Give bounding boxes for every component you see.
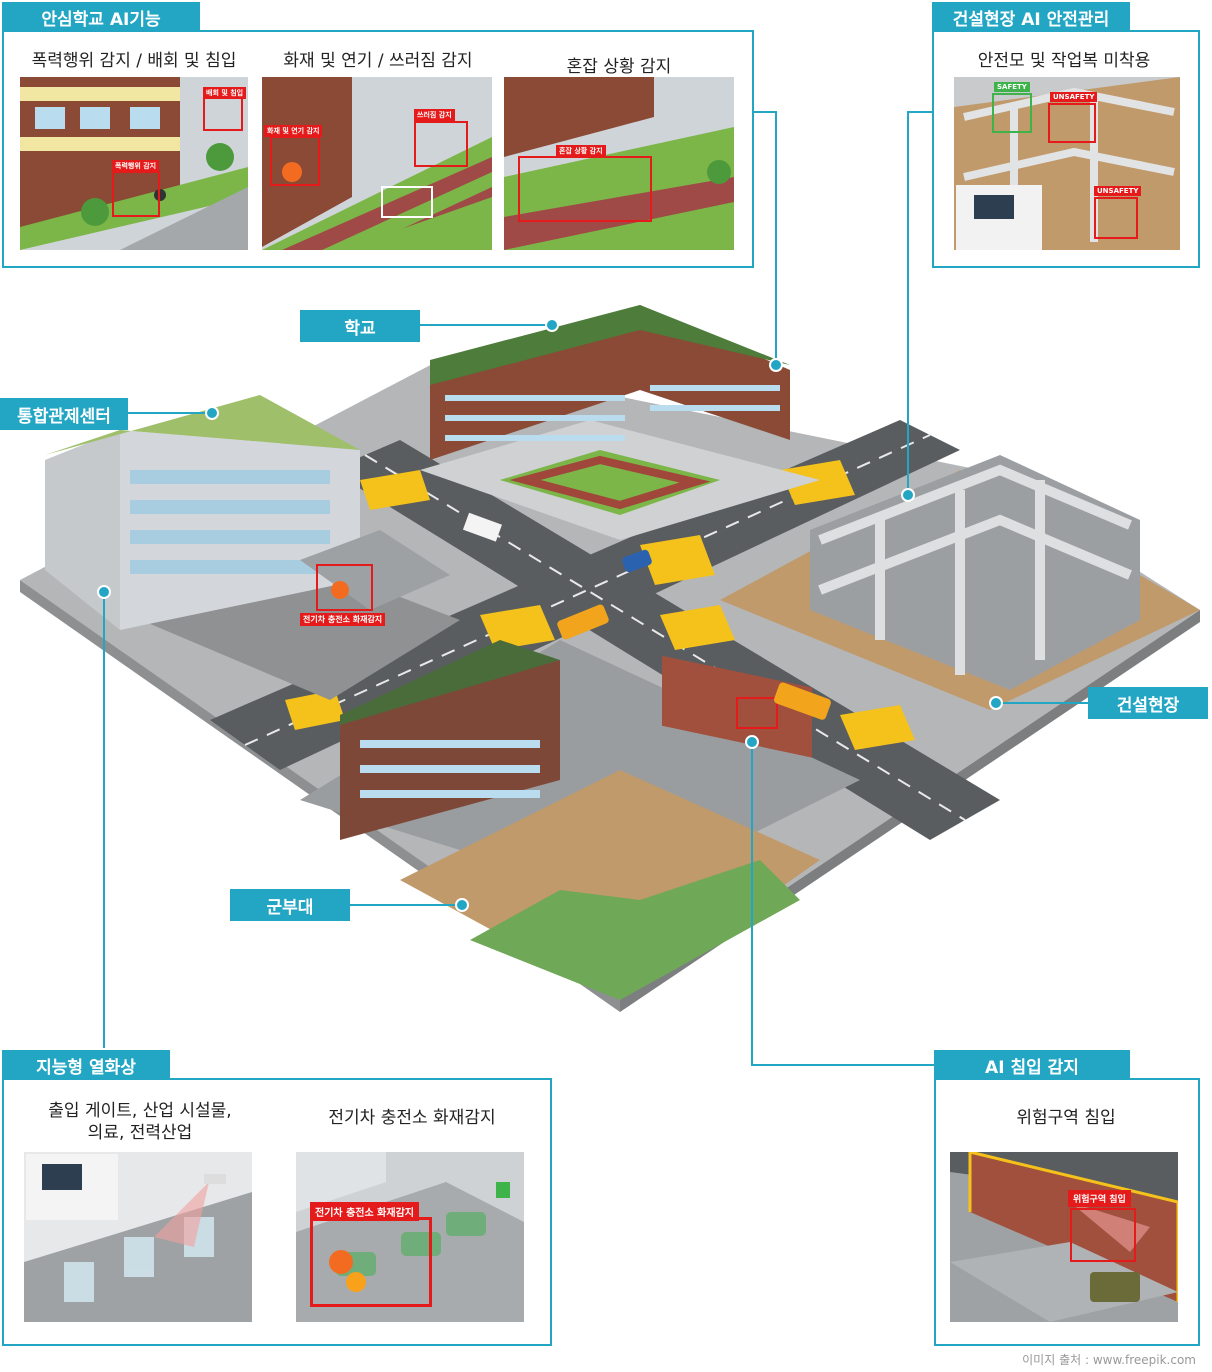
intrusion-caption: 위험구역 침입 [1016,1108,1116,1128]
school-caption-2: 화재 및 연기 / 쓰러짐 감지 [283,51,473,71]
image-credit: 이미지 출처 : www.freepik.com [1022,1353,1196,1367]
thermal-caption-1-line-1: 출입 게이트, 산업 시설물, [48,1101,232,1121]
crowd-detect-box [518,156,652,222]
callout-control-center: 통합관제센터 [0,398,128,430]
crowd-detect-alert: 혼잡 상황 감지 [556,145,606,157]
car-vehicle [622,549,652,573]
construction-caption: 안전모 및 작업복 미착용 [977,51,1151,71]
thermal-caption-2: 전기차 충전소 화재감지 [328,1108,496,1128]
danger-zone-alert: 위험구역 침입 [1068,1190,1131,1207]
school-building-roof [430,305,790,385]
violence-detect-box [112,171,160,217]
school-fire-fall-thumbnail: 화재 및 연기 감지 쓰러짐 감지 [262,77,492,250]
control-center-building-left [45,430,120,630]
ev-fire-detect-alert: 전기차 충전소 화재감지 [310,1202,419,1221]
fall-detect-box [414,121,468,167]
construction-beams [818,464,1132,675]
unsafety-label-2: UNSAFETY [1094,186,1142,196]
thermal-caption-1-line-2: 의료, 전력산업 [87,1123,193,1143]
callout-construction-site: 건설현장 [1088,687,1208,719]
safety-label: SAFETY [994,82,1030,92]
fall-detect-alert: 쓰러짐 감지 [414,109,455,121]
school-field [500,450,720,515]
callout-military: 군부대 [230,889,350,921]
bus-vehicle-1 [557,604,609,640]
unsafety-box-2 [1094,197,1138,239]
fire-smoke-detect-alert: 화재 및 연기 감지 [264,125,323,137]
control-center-windows [130,470,330,574]
control-center-roof [45,395,360,455]
construction-helmet-thumbnail: SAFETY UNSAFETY UNSAFETY [954,77,1180,250]
ev-fire-marker [316,564,373,611]
thermal-tab: 지능형 열화상 [2,1050,170,1080]
military-barracks-roof [340,640,560,725]
loitering-detect-box [203,97,243,131]
school-caption-1: 폭력행위 감지 / 배회 및 침입 [31,51,237,71]
school-windows [445,385,780,441]
callout-school: 학교 [300,310,420,342]
gate-thermal-thumbnail [24,1152,252,1322]
road-main-diagonal-1 [330,440,1000,840]
school-crowd-thumbnail: 혼잡 상황 감지 [504,77,734,250]
fire-smoke-detect-box [270,136,320,186]
school-ai-tab: 안심학교 AI기능 [2,2,200,32]
road-main-diagonal-2 [210,420,960,770]
military-barracks-windows [360,740,540,798]
unsafety-box-1 [1048,103,1096,143]
military-dirt [400,770,820,1000]
school-violence-thumbnail: 폭력행위 감지 배회 및 침입 [20,77,248,250]
intrusion-tab: AI 침입 감지 [934,1050,1130,1080]
unsafety-label-1: UNSAFETY [1050,92,1098,102]
school-caption-3: 혼잡 상황 감지 [566,57,672,77]
violence-detect-alert: 폭력행위 감지 [112,160,160,172]
danger-zone-box [1070,1208,1136,1262]
loitering-detect-alert: 배회 및 침입 [203,87,247,99]
intrusion-thumbnail: 위험구역 침입 [950,1152,1178,1322]
intrusion-marker [736,697,778,729]
safety-box [992,93,1032,133]
ev-charging-lot [300,530,450,610]
ev-fire-map-alert: 전기차 충전소 화재감지 [300,613,386,626]
ev-fire-detect-box [310,1217,432,1307]
military-mountain [470,860,800,1000]
bus-vehicle-2 [773,682,831,720]
truck-vehicle [462,512,502,542]
construction-ai-tab: 건설현장 AI 안전관리 [932,2,1130,32]
ev-charger-thermal-thumbnail: 전기차 충전소 화재감지 [296,1152,524,1322]
